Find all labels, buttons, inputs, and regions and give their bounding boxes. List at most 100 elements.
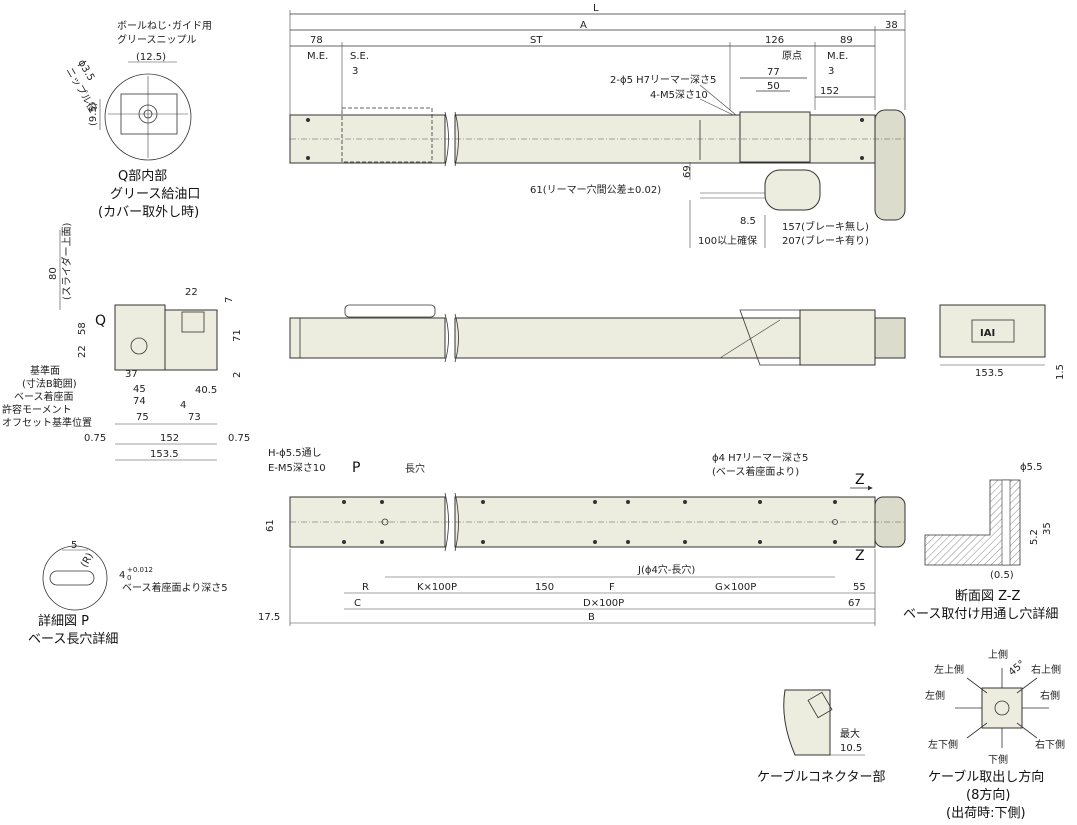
bv-z: Z xyxy=(855,472,865,488)
bv-k: K×100P xyxy=(417,582,457,593)
cable-connector: 最大 10.5 ケーブルコネクター部 xyxy=(757,689,885,785)
bv-r: R xyxy=(362,582,369,593)
cable-direction: 上側 左上側 右上側 左側 右側 左下側 右下側 下側 45° ケーブル取出し方… xyxy=(925,648,1065,821)
bv-reamer1: ϕ4 H7リーマー深さ5 xyxy=(712,452,808,464)
p-tol-lo: 0 xyxy=(127,574,131,582)
label-reamer: 2-ϕ5 H7リーマー深さ5 xyxy=(610,74,716,86)
ev-0-75a: 0.75 xyxy=(84,433,106,444)
dim-3a: 3 xyxy=(352,66,358,77)
ev-22: 22 xyxy=(77,345,88,358)
ev-moment1: 許容モーメント xyxy=(2,403,72,416)
dir-caption-3: (出荷時:下側) xyxy=(946,806,1026,821)
bv-67: 67 xyxy=(848,598,861,609)
dim-origin: 原点 xyxy=(782,50,802,62)
detail-p: 5 (R) 4 +0.012 0 ベース着座面より深さ5 詳細図 P ベース長穴… xyxy=(28,540,228,647)
bv-b: B xyxy=(588,612,595,623)
q-title: ボールねじ･ガイド用 xyxy=(117,20,212,32)
dir-bottom-left: 左下側 xyxy=(928,738,958,751)
zz-caption-2: ベース取付け用通し穴詳細 xyxy=(903,606,1058,622)
ev-80: 80 xyxy=(48,267,59,280)
ev-0-75b: 0.75 xyxy=(228,433,250,444)
q-detail: ボールねじ･ガイド用 グリースニップル (12.5) ϕ3.5 ニップル径 (9… xyxy=(63,20,212,220)
dir-caption-1: ケーブル取出し方向 xyxy=(928,769,1044,785)
zz-phi: ϕ5.5 xyxy=(1020,462,1043,473)
ev-73: 73 xyxy=(188,412,201,423)
ev-75: 75 xyxy=(136,412,149,423)
ev-ref1: 基準面 xyxy=(30,364,60,377)
q-caption-2: グリース給油口 xyxy=(110,187,200,202)
p-r: (R) xyxy=(79,551,96,569)
p-caption-1: 詳細図 P xyxy=(38,613,89,629)
side-view xyxy=(289,304,906,366)
dim-L: L xyxy=(593,3,599,14)
zz-caption-1: 断面図 Z-Z xyxy=(955,589,1021,604)
conn-max: 最大 xyxy=(840,727,860,740)
dim-78: 78 xyxy=(310,35,323,46)
dir-right: 右側 xyxy=(1040,689,1060,702)
q-caption-3: (カバー取外し時) xyxy=(98,205,199,220)
p-depth: ベース着座面より深さ5 xyxy=(122,581,228,594)
dim-69: 69 xyxy=(682,165,693,178)
q-dim-12-5: (12.5) xyxy=(136,52,166,63)
bv-f: F xyxy=(609,582,615,593)
zz-35: 35 xyxy=(1042,522,1053,535)
bv-reamer2: (ベース着座面より) xyxy=(712,465,799,478)
p-tol: 4 xyxy=(119,570,125,581)
dir-top-left: 左上側 xyxy=(934,663,964,676)
dim-ST: ST xyxy=(530,35,543,46)
dir-top-right: 右上側 xyxy=(1031,663,1061,676)
ev-40-5: 40.5 xyxy=(195,385,217,396)
dim-152: 152 xyxy=(820,86,839,97)
label-clearance: 100以上確保 xyxy=(698,234,757,247)
label-brake-none: 157(ブレーキ無し) xyxy=(782,220,869,233)
dir-left: 左側 xyxy=(925,689,945,702)
bv-55: 55 xyxy=(853,582,866,593)
ev-base-face: ベース着座面 xyxy=(14,390,74,403)
p-5: 5 xyxy=(71,540,77,551)
motor-153-5: 153.5 xyxy=(975,368,1004,379)
zz-0-5: (0.5) xyxy=(990,570,1014,581)
dim-89: 89 xyxy=(840,35,853,46)
bv-c: C xyxy=(354,598,361,609)
dim-38: 38 xyxy=(885,20,898,31)
conn-caption: ケーブルコネクター部 xyxy=(757,769,885,785)
dir-caption-2: (8方向) xyxy=(966,787,1010,803)
ev-58: 58 xyxy=(77,322,88,335)
label-m5: 4-M5深さ10 xyxy=(650,89,708,101)
dir-bottom: 下側 xyxy=(988,753,1008,766)
ev-moment2: オフセット基準位置 xyxy=(2,416,92,429)
dim-3b: 3 xyxy=(828,66,834,77)
ev-45: 45 xyxy=(133,384,146,395)
motor-end-view: IAI 153.5 1.5 xyxy=(939,304,1066,380)
ev-74: 74 xyxy=(133,396,146,407)
dim-50: 50 xyxy=(767,81,780,92)
label-brake-with: 207(ブレーキ有り) xyxy=(782,234,869,247)
bv-slot: 長穴 xyxy=(405,462,425,475)
bv-e-m5: E-M5深さ10 xyxy=(268,462,326,474)
bottom-view: H-ϕ5.5通し E-M5深さ10 P 長穴 ϕ4 H7リーマー深さ5 (ベース… xyxy=(258,447,906,626)
bv-j: J(ϕ4穴-長穴) xyxy=(637,563,695,576)
ev-153-5: 153.5 xyxy=(150,449,179,460)
dim-se: S.E. xyxy=(350,51,369,62)
dir-angle: 45° xyxy=(1007,658,1028,678)
ev-7: 7 xyxy=(224,297,235,303)
bv-17-5: 17.5 xyxy=(258,612,280,623)
bv-61: 61 xyxy=(265,519,276,532)
conn-10-5: 10.5 xyxy=(840,743,862,754)
dir-top: 上側 xyxy=(988,648,1008,661)
ev-slider-top: (スライダー上面) xyxy=(60,222,73,300)
dim-8-5: 8.5 xyxy=(740,216,756,227)
top-view: L A 38 78 ST 126 89 M.E. S.E. 3 原点 M.E. … xyxy=(289,3,906,248)
dim-me2: M.E. xyxy=(827,51,848,62)
ev-152: 152 xyxy=(160,433,179,444)
dim-77: 77 xyxy=(767,67,780,78)
bv-p: P xyxy=(352,460,360,476)
p-caption-2: ベース長穴詳細 xyxy=(28,631,118,647)
dim-me1: M.E. xyxy=(307,51,328,62)
q-caption-1: Q部内部 xyxy=(118,168,167,184)
motor-logo: IAI xyxy=(980,328,995,339)
ev-ref2: (寸法B範囲) xyxy=(22,377,77,390)
bv-g: G×100P xyxy=(715,582,756,593)
zz-5-2: 5.2 xyxy=(1029,529,1040,545)
